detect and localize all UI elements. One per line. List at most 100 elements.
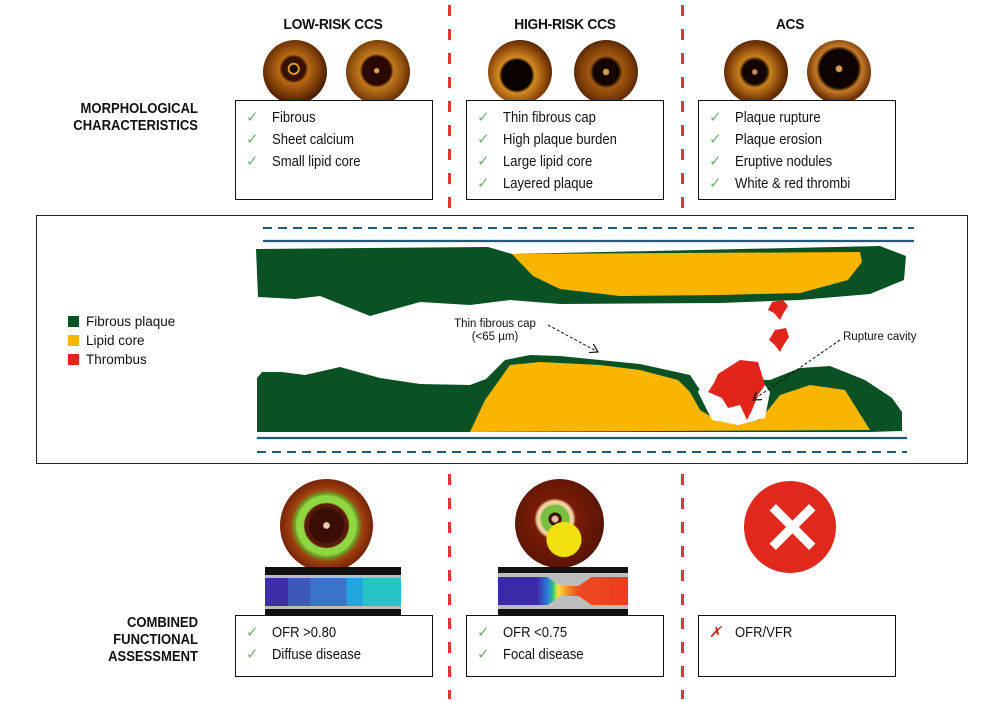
column-title-acs: ACS xyxy=(775,16,805,33)
morphology-box-low-risk: ✓ Fibrous ✓ Sheet calcium ✓ Small lipid cor… xyxy=(235,100,433,200)
legend-label: Fibrous plaque xyxy=(86,314,176,329)
item-text: OFR <0.75 xyxy=(503,625,568,641)
oct-image-high-risk-1 xyxy=(488,40,552,104)
item-text: Thin fibrous cap xyxy=(503,110,596,126)
rupture-arrow xyxy=(753,339,841,400)
thin-cap-annotation: Thin fibrous cap (<65 µm) xyxy=(440,318,550,344)
ofr-pullback-high-risk xyxy=(498,567,628,617)
item-text: Focal disease xyxy=(503,647,584,663)
oct-image-functional-high-risk xyxy=(515,479,604,568)
item-text: Layered plaque xyxy=(503,176,593,192)
check-icon: ✓ xyxy=(246,131,259,148)
oct-image-low-risk-2 xyxy=(346,40,410,104)
legend-item-fibrous: Fibrous plaque xyxy=(68,312,175,331)
item-text: Small lipid core xyxy=(272,154,361,170)
annotation-line: Thin fibrous cap xyxy=(454,318,536,330)
oct-image-low-risk-1 xyxy=(263,40,327,104)
legend-item-lipid: Lipid core xyxy=(68,331,175,350)
functional-item: ✓ OFR >0.80 xyxy=(246,622,432,644)
oct-image-acs-1 xyxy=(724,40,788,104)
lipid-core-bottom xyxy=(470,362,870,432)
item-text: Plaque erosion xyxy=(735,132,823,148)
row-label-line: CHARACTERISTICS xyxy=(73,118,198,134)
legend: Fibrous plaque Lipid core Thrombus xyxy=(68,312,175,369)
functional-box-high-risk: ✓ OFR <0.75 ✓ Focal disease xyxy=(466,615,664,677)
row-label-morphological: MORPHOLOGICAL CHARACTERISTICS xyxy=(56,101,198,135)
check-icon: ✓ xyxy=(709,109,722,126)
morphology-item: ✓ White & red thrombi xyxy=(709,173,895,195)
vessel-diagram-panel xyxy=(36,215,968,464)
row-label-line: COMBINED xyxy=(126,615,198,631)
oct-image-acs-2 xyxy=(807,40,871,104)
column-divider-4 xyxy=(681,474,684,699)
morphology-item: ✓ Sheet calcium xyxy=(246,129,432,151)
row-label-line: MORPHOLOGICAL xyxy=(80,101,198,117)
check-icon: ✓ xyxy=(246,109,259,126)
morphology-item: ✓ Plaque rupture xyxy=(709,107,895,129)
check-icon: ✓ xyxy=(246,153,259,170)
morphology-item: ✓ Small lipid core xyxy=(246,151,432,173)
functional-item: ✓ Diffuse disease xyxy=(246,644,432,666)
thrombus-fragment-2 xyxy=(769,328,789,352)
lipid-core-top xyxy=(512,252,862,296)
check-icon: ✓ xyxy=(477,175,490,192)
item-text: High plaque burden xyxy=(503,132,617,148)
rupture-annotation: Rupture cavity xyxy=(843,331,917,343)
morphology-item: ✓ Eruptive nodules xyxy=(709,151,895,173)
row-label-functional: COMBINED FUNCTIONAL ASSESSMENT xyxy=(56,615,198,666)
column-title-high-risk: HIGH-RISK CCS xyxy=(514,16,616,33)
functional-item: ✓ Focal disease xyxy=(477,644,663,666)
morphology-item: ✓ Layered plaque xyxy=(477,173,663,195)
functional-item: ✓ OFR <0.75 xyxy=(477,622,663,644)
item-text: OFR >0.80 xyxy=(272,625,337,641)
oct-image-functional-low-risk xyxy=(280,479,373,572)
lipid-swatch xyxy=(68,335,79,346)
check-icon: ✓ xyxy=(477,646,490,663)
item-text: Large lipid core xyxy=(503,154,593,170)
item-text: Fibrous xyxy=(272,110,316,126)
morphology-box-acs: ✓Plaque rupture ✓Plaque erosion ✓Eruptiv… xyxy=(698,100,896,200)
oct-image-high-risk-2 xyxy=(574,40,638,104)
check-icon: ✓ xyxy=(246,646,259,663)
check-icon: ✓ xyxy=(477,109,490,126)
check-icon: ✓ xyxy=(246,624,259,641)
ofr-pullback-low-risk xyxy=(265,567,401,619)
check-icon: ✓ xyxy=(477,131,490,148)
legend-item-thrombus: Thrombus xyxy=(68,350,175,369)
column-title-low-risk: LOW-RISK CCS xyxy=(283,16,383,33)
thin-cap-arrow xyxy=(547,324,598,352)
item-text: Diffuse disease xyxy=(272,647,361,663)
legend-label: Thrombus xyxy=(86,352,147,367)
item-text: Plaque rupture xyxy=(735,110,821,126)
morphology-box-high-risk: ✓ Thin fibrous cap ✓ High plaque burden ✓ L… xyxy=(466,100,664,200)
thrombus-swatch xyxy=(68,354,79,365)
column-divider-1 xyxy=(448,5,451,210)
not-applicable-x-icon xyxy=(744,481,836,573)
item-text: White & red thrombi xyxy=(735,176,851,192)
morphology-item: ✓ High plaque burden xyxy=(477,129,663,151)
item-text: OFR/VFR xyxy=(735,625,793,641)
legend-label: Lipid core xyxy=(86,333,145,348)
annotation-line: (<65 µm) xyxy=(471,331,519,343)
morphology-item: ✓ Large lipid core xyxy=(477,151,663,173)
column-divider-3 xyxy=(448,474,451,699)
cross-icon: ✗ xyxy=(709,624,722,641)
functional-box-low-risk: ✓ OFR >0.80 ✓ Diffuse disease xyxy=(235,615,433,677)
item-text: Eruptive nodules xyxy=(735,154,833,170)
fibrous-swatch xyxy=(68,316,79,327)
morphology-item: ✓ Fibrous xyxy=(246,107,432,129)
check-icon: ✓ xyxy=(709,175,722,192)
item-text: Sheet calcium xyxy=(272,132,354,148)
check-icon: ✓ xyxy=(709,153,722,170)
morphology-item: ✓Plaque erosion xyxy=(709,129,895,151)
column-divider-2 xyxy=(681,5,684,210)
check-icon: ✓ xyxy=(477,153,490,170)
thrombus-fragment-1 xyxy=(768,300,788,320)
row-label-line: FUNCTIONAL xyxy=(113,632,198,648)
morphology-item: ✓ Thin fibrous cap xyxy=(477,107,663,129)
check-icon: ✓ xyxy=(477,624,490,641)
functional-item: ✗ OFR/VFR xyxy=(709,622,895,644)
functional-box-acs: ✗ OFR/VFR xyxy=(698,615,896,677)
row-label-line: ASSESSMENT xyxy=(108,649,198,665)
